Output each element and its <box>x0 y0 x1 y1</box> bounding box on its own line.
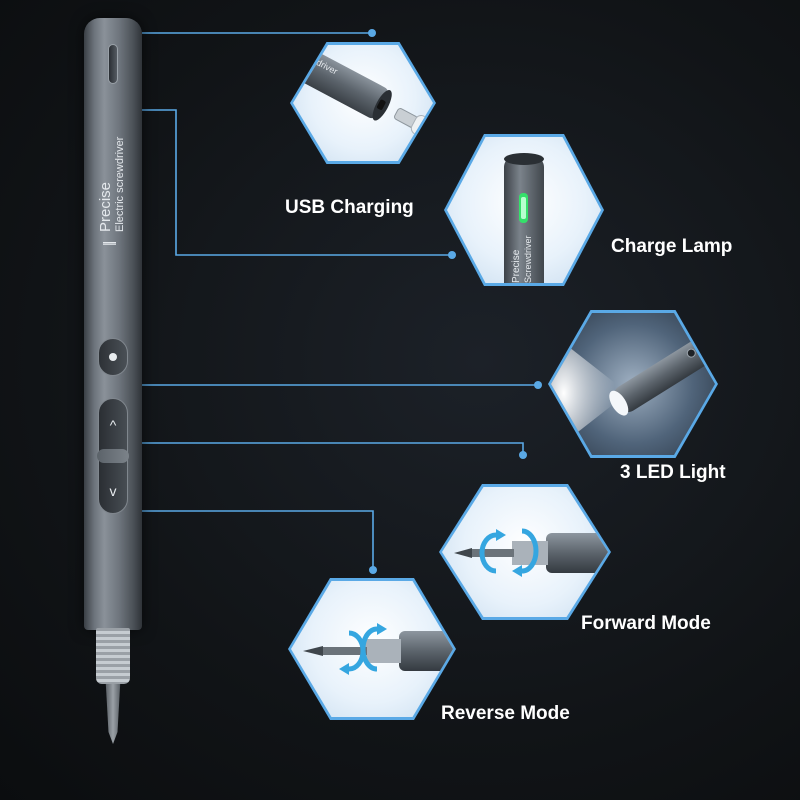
dot-reverse-mode <box>369 566 377 574</box>
label-led-light: 3 LED Light <box>620 462 726 483</box>
usb-port-slot <box>108 44 118 84</box>
line-forward-mode <box>142 442 524 452</box>
usb-charging-hexagon: driver <box>290 42 436 164</box>
bit-collar <box>96 628 130 684</box>
screwdriver-body: || Precise Electric screwdriver ^ v <box>84 18 142 630</box>
reverse-mode-hexagon <box>288 578 456 720</box>
brand-line: Precise <box>97 181 114 232</box>
down-arrow-icon: v <box>109 483 117 499</box>
screwdriver-bit <box>105 684 121 744</box>
led-light-hexagon <box>548 310 718 458</box>
direction-rocker[interactable]: ^ v <box>97 398 129 514</box>
inset-brand-line: Precise <box>511 249 522 283</box>
brand-subline: Electric screwdriver <box>114 136 126 232</box>
dot-usb <box>368 29 376 37</box>
green-led-icon: Precise Screwdriver <box>504 153 544 283</box>
rotate-forward-icon <box>454 528 608 577</box>
brand-bars-icon: || <box>100 242 116 246</box>
rocker-divider <box>97 449 129 463</box>
dot-led-light <box>534 381 542 389</box>
label-reverse-mode: Reverse Mode <box>441 703 570 724</box>
label-charge-lamp: Charge Lamp <box>611 236 733 257</box>
dot-forward-mode <box>519 451 527 459</box>
line-reverse-mode <box>142 510 374 568</box>
line-charge-lamp <box>142 109 452 256</box>
label-usb-charging: USB Charging <box>285 197 414 218</box>
inset-sub-line: Screwdriver <box>523 235 533 283</box>
up-arrow-icon: ^ <box>109 417 117 433</box>
label-forward-mode: Forward Mode <box>581 613 711 634</box>
dot-charge-lamp <box>448 251 456 259</box>
power-button[interactable] <box>98 338 128 376</box>
driver-branding: || Precise Electric screwdriver <box>97 136 126 246</box>
